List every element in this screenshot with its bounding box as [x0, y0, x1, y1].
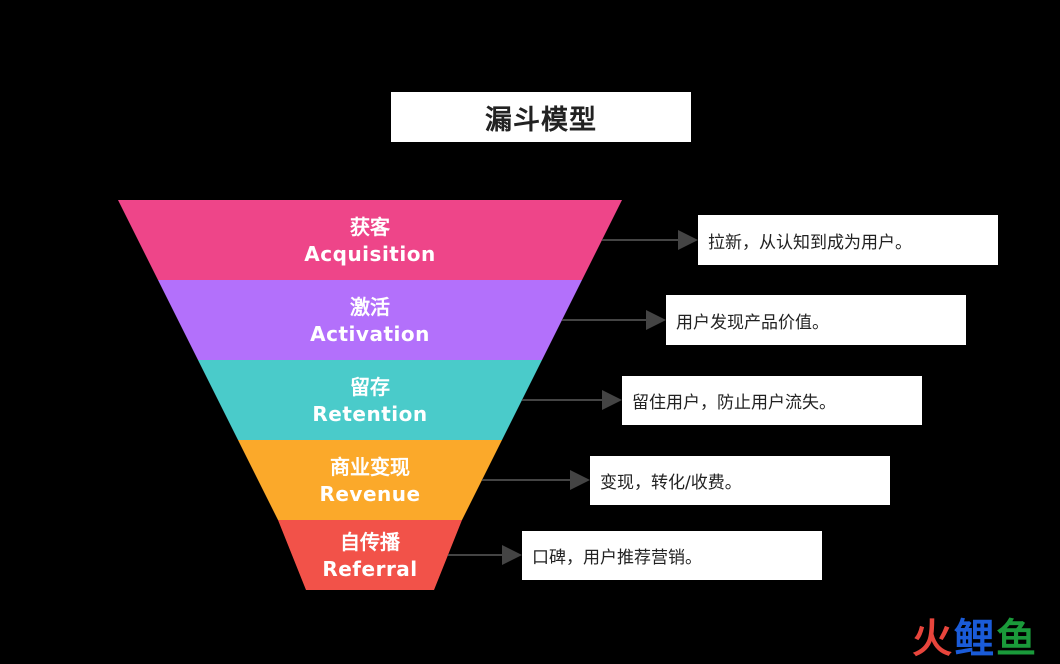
stage-en: Retention [312, 402, 428, 426]
stage-label-referral: 自传播 Referral [260, 529, 480, 583]
desc-referral: 口碑，用户推荐营销。 [522, 531, 822, 580]
desc-retention: 留住用户，防止用户流失。 [622, 376, 922, 425]
funnel-stage-acquisition [118, 200, 622, 280]
stage-label-activation: 激活 Activation [260, 294, 480, 348]
stage-cn: 自传播 [340, 530, 400, 554]
stage-en: Revenue [319, 482, 421, 506]
desc-acquisition: 拉新，从认知到成为用户。 [698, 215, 998, 265]
desc-text: 拉新，从认知到成为用户。 [708, 232, 912, 253]
desc-text: 留住用户，防止用户流失。 [632, 393, 836, 413]
logo-char: 鱼 [996, 616, 1038, 662]
stage-en: Activation [310, 322, 430, 346]
desc-text: 用户发现产品价值。 [676, 312, 829, 333]
desc-activation: 用户发现产品价值。 [666, 295, 966, 345]
funnel-stage-referral [278, 520, 462, 590]
desc-revenue: 变现，转化/收费。 [590, 456, 890, 505]
desc-text: 变现，转化/收费。 [600, 473, 742, 493]
desc-text: 口碑，用户推荐营销。 [532, 548, 702, 568]
stage-en: Referral [322, 557, 418, 581]
funnel-stage-activation [158, 280, 582, 360]
stage-cn: 商业变现 [330, 455, 410, 479]
logo-char: 鲤 [954, 616, 996, 662]
brand-logo: 火鲤鱼 [912, 606, 1038, 664]
stage-label-revenue: 商业变现 Revenue [260, 454, 480, 508]
stage-cn: 获客 [350, 215, 390, 239]
stage-label-retention: 留存 Retention [260, 374, 480, 428]
diagram-title: 漏斗模型 [485, 104, 597, 136]
stage-label-acquisition: 获客 Acquisition [260, 214, 480, 268]
stage-cn: 激活 [350, 295, 390, 319]
funnel-stage-retention [198, 360, 542, 440]
title-box: 漏斗模型 [391, 92, 691, 142]
funnel-stage-revenue [238, 440, 502, 520]
stage-cn: 留存 [350, 375, 390, 399]
stage-en: Acquisition [304, 242, 436, 266]
logo-char: 火 [912, 616, 954, 662]
